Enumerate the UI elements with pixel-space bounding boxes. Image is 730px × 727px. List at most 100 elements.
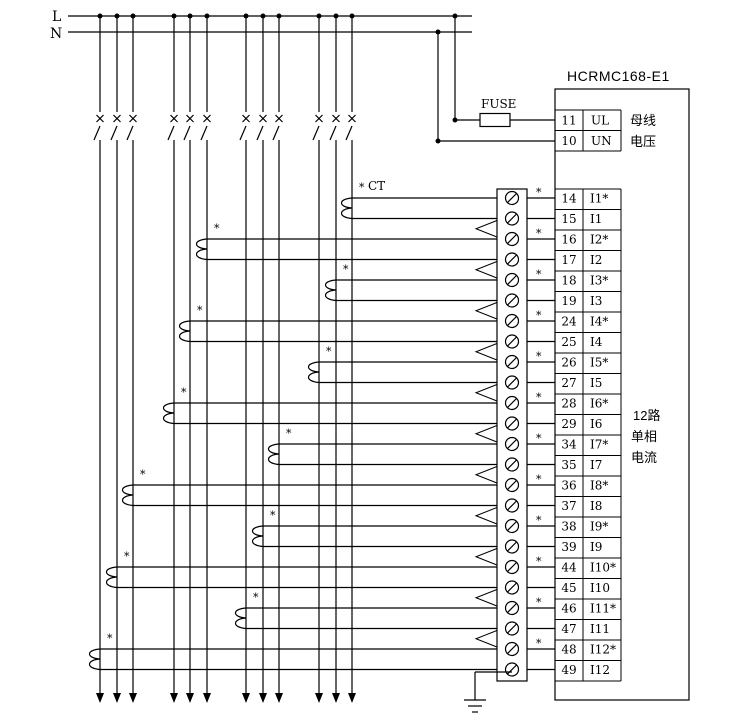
ct-coil <box>195 238 208 261</box>
polarity-mark: * <box>181 386 187 399</box>
arrow-down-icon <box>315 693 323 703</box>
ct-coil <box>324 279 337 302</box>
terminal-name: I5* <box>590 356 608 370</box>
terminal-number: 35 <box>561 458 576 472</box>
polarity-mark: * <box>536 391 542 404</box>
arrow-down-icon <box>96 693 104 703</box>
polarity-mark: * <box>536 637 542 650</box>
breaker-mark <box>275 114 283 123</box>
current-note: 电流 <box>631 450 657 465</box>
jumper-link <box>474 259 503 281</box>
breaker-mark <box>113 114 121 123</box>
screw-slot <box>507 316 517 326</box>
screw-slot <box>507 234 517 244</box>
polarity-mark: * <box>536 227 542 240</box>
terminal-name: I6 <box>590 417 602 431</box>
terminal-name: I5 <box>590 376 602 390</box>
feeder-branches <box>93 13 356 703</box>
terminal-number: 34 <box>561 438 577 452</box>
breaker-mark <box>170 114 178 123</box>
breaker-blade <box>329 125 337 141</box>
terminal-name: I1* <box>590 192 608 206</box>
screw-slot <box>507 459 517 470</box>
arrow-down-icon <box>129 693 137 703</box>
terminal-name: I2* <box>590 233 608 247</box>
terminal-strip <box>496 188 528 682</box>
jumper-link <box>474 628 503 650</box>
ct-coil <box>234 607 247 630</box>
jumper-link <box>474 587 503 609</box>
ct-coil <box>178 320 191 343</box>
ct-coil <box>251 525 264 548</box>
jumper-link <box>474 505 503 527</box>
terminal-number: 44 <box>561 561 577 575</box>
terminal-name: I10* <box>590 561 616 575</box>
breaker-mark <box>203 114 211 123</box>
screw-slot <box>507 644 517 654</box>
ct-coil <box>307 361 320 384</box>
current-note: 12路 <box>633 408 660 423</box>
terminal-name: I7 <box>590 458 602 472</box>
breaker-mark <box>96 114 104 123</box>
breaker-blade <box>93 125 101 141</box>
polarity-mark: * <box>286 427 292 440</box>
breaker-mark <box>129 114 137 123</box>
current-note: 单相 <box>631 429 657 444</box>
jumper-link <box>474 423 503 445</box>
terminal-name: I9 <box>590 540 602 554</box>
terminal-number: 18 <box>561 274 576 288</box>
terminal-number: 29 <box>561 417 576 431</box>
terminal-name: I1 <box>590 212 602 226</box>
fuse-label: FUSE <box>481 97 516 111</box>
terminal-name: UL <box>591 114 609 128</box>
polarity-mark: * <box>536 309 542 322</box>
terminal-block <box>496 188 555 682</box>
screw-slot <box>507 623 517 634</box>
polarity-mark: * <box>536 514 542 527</box>
jumper-link <box>474 300 503 322</box>
terminal-name: I9* <box>590 520 608 534</box>
jumper-link <box>474 546 503 568</box>
terminal-name: I3 <box>590 294 602 308</box>
screw-slot <box>507 582 517 593</box>
screw-slot <box>507 193 517 203</box>
terminal-number: 10 <box>561 134 576 148</box>
terminal-name: I7* <box>590 438 608 452</box>
terminal-number: 17 <box>561 253 576 267</box>
junction-dot <box>452 13 458 19</box>
ct-connections: ************************ <box>88 181 542 671</box>
ct-coil <box>340 197 353 220</box>
terminal-number: 47 <box>561 622 576 636</box>
breaker-blade <box>167 125 175 141</box>
breaker-mark <box>348 114 356 123</box>
polarity-mark: * <box>536 596 542 609</box>
polarity-mark: * <box>536 473 542 486</box>
polarity-mark: * <box>270 509 276 522</box>
polarity-mark: * <box>536 350 542 363</box>
polarity-mark: * <box>536 555 542 568</box>
screw-slot <box>507 213 517 224</box>
terminal-name: UN <box>591 134 612 148</box>
arrow-down-icon <box>113 693 121 703</box>
breaker-blade <box>183 125 191 141</box>
ct-coil <box>121 484 134 507</box>
terminal-name: I12* <box>590 643 616 657</box>
polarity-mark: * <box>253 591 259 604</box>
breaker-blade <box>239 125 247 141</box>
bus-label-l: L <box>52 9 61 25</box>
ct-coil <box>162 402 175 425</box>
arrow-down-icon <box>275 693 283 703</box>
jumper-link <box>474 464 503 486</box>
screw-slot <box>507 254 517 265</box>
terminal-number: 26 <box>561 356 576 370</box>
polarity-mark: * <box>214 222 220 235</box>
polarity-mark: * <box>326 345 332 358</box>
breaker-blade <box>110 125 118 141</box>
terminal-number: 25 <box>561 335 576 349</box>
screw-slot <box>507 398 517 408</box>
screw-slot <box>507 377 517 388</box>
terminal-number: 46 <box>561 602 576 616</box>
polarity-mark: * <box>124 550 130 563</box>
arrow-down-icon <box>259 693 267 703</box>
